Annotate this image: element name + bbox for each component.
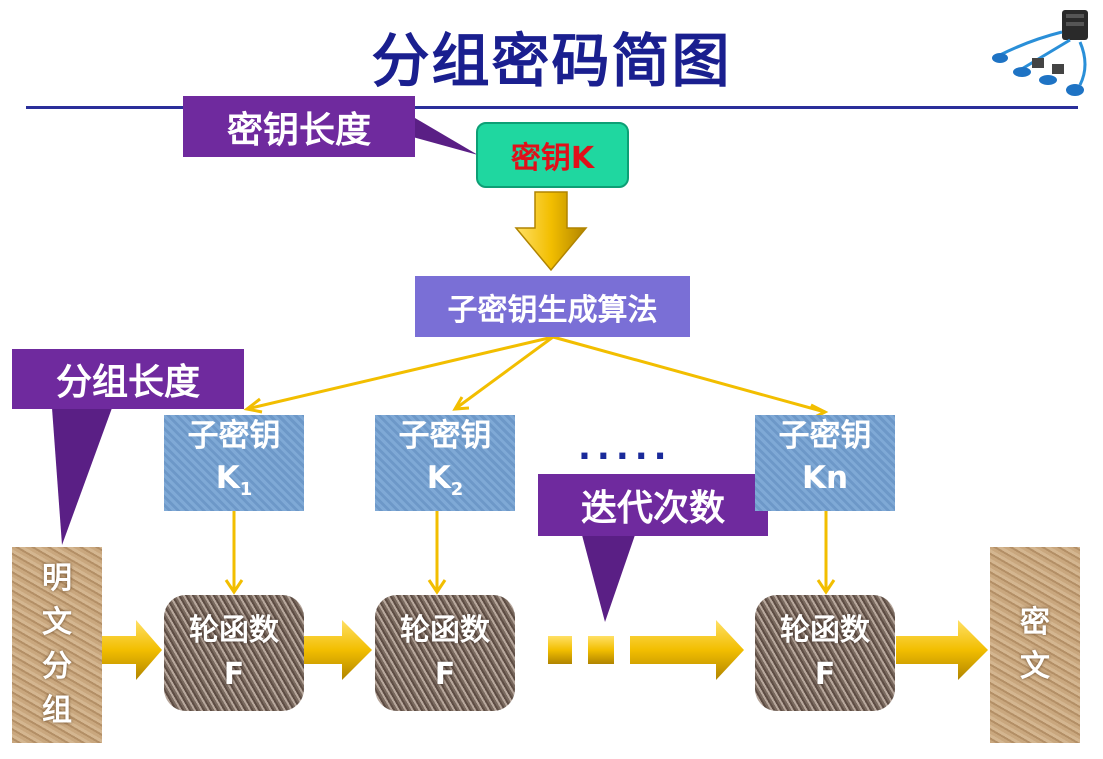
subkey-label: 子密钥	[778, 417, 872, 454]
arrow-plain-to-f1	[102, 620, 162, 680]
subkey-box-1: 子密钥 K1	[164, 415, 304, 511]
plaintext-char: 组	[42, 693, 72, 728]
round-function-symbol: F	[434, 657, 456, 692]
plaintext-char: 文	[42, 605, 72, 640]
ciphertext-char: 密	[1020, 605, 1050, 640]
block-length-pointer	[52, 408, 112, 545]
round-function-symbol: F	[814, 657, 836, 692]
key-box: 密钥K	[476, 122, 629, 188]
round-function-label: 轮函数	[780, 613, 870, 648]
key-length-callout: 密钥长度	[183, 96, 415, 157]
subkey-ellipsis: .....	[578, 428, 673, 468]
round-function-1: 轮函数 F	[164, 595, 304, 711]
round-function-label: 轮函数	[400, 613, 490, 648]
key-down-arrow	[514, 191, 588, 272]
subkey-label: 子密钥	[187, 417, 281, 454]
dashed-arrow-seg-1	[548, 636, 572, 664]
subkey-algorithm-box: 子密钥生成算法	[415, 276, 690, 337]
block-length-callout: 分组长度	[12, 349, 244, 409]
iterations-callout: 迭代次数	[538, 474, 768, 536]
ciphertext-char: 文	[1020, 649, 1050, 684]
round-function-symbol: F	[223, 657, 245, 692]
subkey-name: Kn	[801, 459, 849, 496]
ciphertext-block: 密 文	[990, 547, 1080, 743]
subkey-name: K1	[215, 459, 253, 501]
round-function-label: 轮函数	[189, 613, 279, 648]
dashed-arrow-seg-2	[588, 636, 614, 664]
subkey-box-n: 子密钥 Kn	[755, 415, 895, 511]
round-function-2: 轮函数 F	[375, 595, 515, 711]
iterations-pointer	[582, 535, 635, 622]
arrow-fn-to-cipher	[896, 620, 988, 680]
page-title: 分组密码简图	[371, 27, 732, 95]
plaintext-char: 明	[42, 561, 72, 596]
arrow-f1-to-f2	[304, 620, 372, 680]
round-function-n: 轮函数 F	[755, 595, 895, 711]
title-divider	[26, 106, 1078, 109]
subkey-box-2: 子密钥 K2	[375, 415, 515, 511]
arrow-to-fn	[630, 620, 744, 680]
subkey-label: 子密钥	[398, 417, 492, 454]
plaintext-char: 分	[42, 649, 72, 684]
subkey-name: K2	[426, 459, 464, 501]
plaintext-block: 明 文 分 组	[12, 547, 102, 743]
